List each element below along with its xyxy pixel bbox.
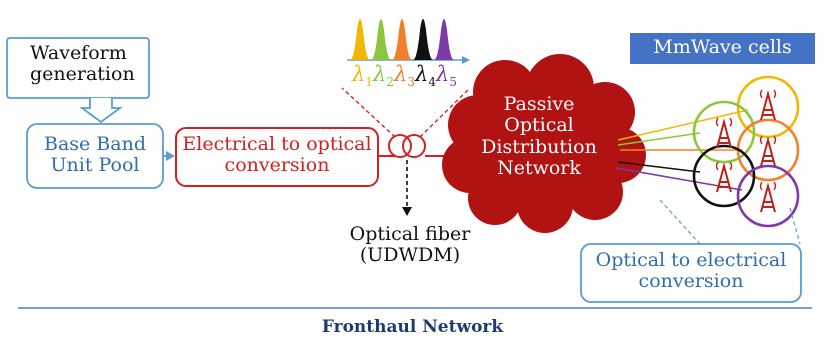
fiber-pointer-head (402, 207, 412, 216)
pod-label: Passive Optical Distribution Network (481, 93, 597, 179)
wavelength-1: λ1 (352, 62, 373, 90)
waveform-down-arrow (79, 98, 123, 124)
peak-3 (392, 19, 412, 60)
fiber-coil-left (388, 134, 412, 158)
footer-label: Fronthaul Network (321, 317, 504, 337)
peak-1 (350, 19, 370, 60)
zoom-line-left (341, 87, 396, 138)
wavelength-2: λ2 (373, 62, 394, 90)
antenna-icon (759, 181, 777, 213)
wavelength-4: λ4 (415, 62, 436, 90)
wavelength-5: λ5 (436, 62, 457, 90)
cell-purple (736, 164, 800, 228)
wavelength-3: λ3 (394, 62, 415, 90)
oe-pointer-left (659, 199, 701, 245)
zoom-line-right (419, 87, 471, 138)
peak-2 (371, 19, 391, 60)
fiber-to-cell-yellow (617, 109, 749, 141)
fiber-label: Optical fiber (UDWDM) (349, 223, 471, 267)
fiber-coil-right (402, 134, 426, 158)
mmwave-box (630, 33, 815, 64)
peak-4 (413, 19, 433, 60)
mmwave-label: MmWave cells (653, 36, 792, 58)
antenna-icon (759, 89, 777, 121)
fiber-to-cell-green (617, 132, 701, 146)
waveform-box (6, 37, 150, 99)
waveform-label: Waveform generation (30, 42, 135, 86)
cell-green (692, 100, 756, 164)
fiber-to-cell-black (617, 161, 701, 173)
spectrum-axis-arrow (462, 56, 470, 64)
antenna-icon (715, 117, 733, 149)
oe-label: Optical to electrical conversion (595, 249, 787, 293)
antenna-icon (759, 135, 777, 167)
antenna-icons (715, 89, 777, 213)
eo-label: Electrical to optical conversion (182, 133, 372, 177)
bbu-label: Base Band Unit Pool (43, 133, 146, 177)
bbu-to-eo-arrowhead (166, 151, 175, 161)
antenna-icon (715, 161, 733, 193)
oe-pointer-right (789, 207, 801, 245)
peak-5 (434, 19, 454, 60)
cell-black (692, 144, 756, 208)
oe-box (580, 243, 802, 303)
pod-cloud (442, 54, 646, 233)
